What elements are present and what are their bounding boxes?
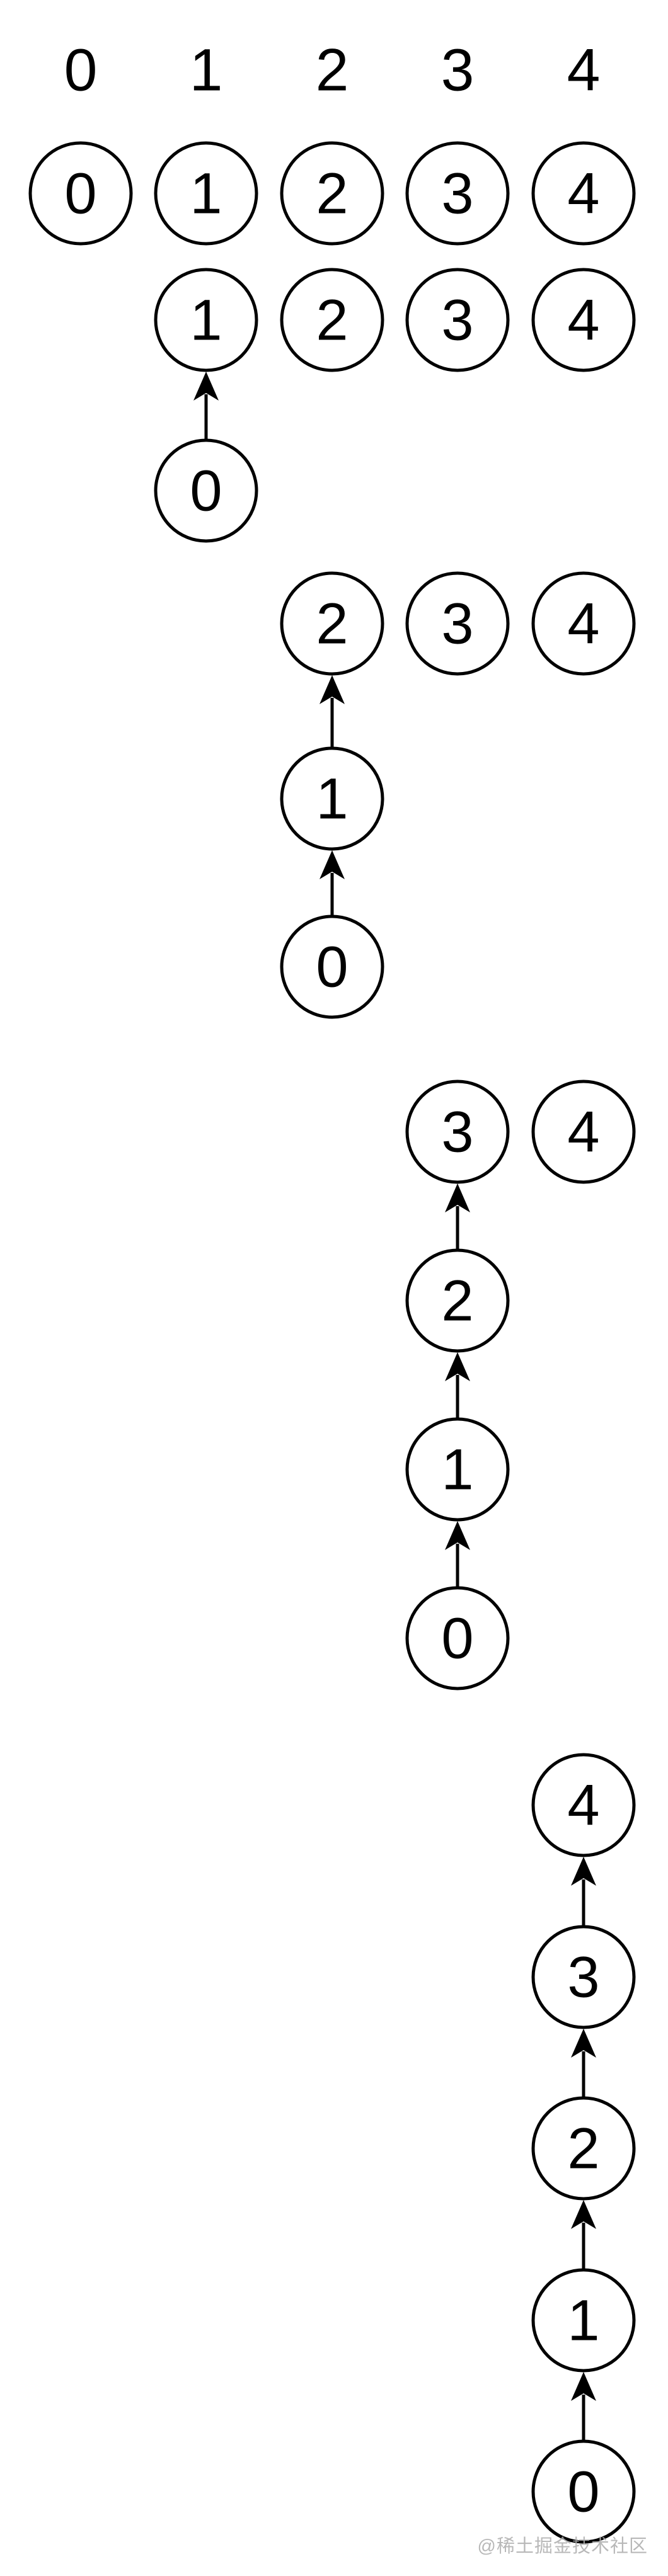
node-value: 3: [441, 161, 474, 225]
list-node-3: 3: [531, 1925, 636, 2029]
list-node-3: 3: [405, 141, 510, 246]
list-node-4: 4: [531, 141, 636, 246]
node-value: 4: [567, 1773, 600, 1837]
node-value: 0: [567, 2459, 600, 2524]
node-value: 0: [190, 459, 222, 523]
node-value: 0: [316, 935, 348, 999]
list-node-0: 0: [28, 141, 133, 246]
list-node-4: 4: [531, 1753, 636, 1857]
node-value: 1: [441, 1437, 474, 1502]
node-value: 1: [190, 161, 222, 225]
list-node-3: 3: [405, 268, 510, 372]
node-value: 1: [567, 2288, 600, 2352]
node-value: 2: [316, 288, 348, 352]
list-node-0: 0: [154, 438, 258, 543]
node-value: 3: [441, 288, 474, 352]
node-value: 0: [64, 161, 97, 225]
up-arrow: [445, 1352, 470, 1418]
index-label: 1: [189, 37, 223, 104]
list-node-2: 2: [405, 1248, 510, 1353]
list-node-0: 0: [280, 915, 384, 1019]
node-value: 3: [567, 1945, 600, 2009]
index-label: 4: [567, 37, 601, 104]
index-label: 2: [315, 37, 349, 104]
up-arrow: [445, 1520, 470, 1587]
up-arrow: [571, 1856, 596, 1926]
node-value: 2: [316, 161, 348, 225]
list-node-1: 1: [280, 746, 384, 851]
node-value: 4: [567, 161, 600, 225]
node-value: 3: [441, 1100, 474, 1164]
node-value: 0: [441, 1606, 474, 1670]
list-node-1: 1: [531, 2268, 636, 2373]
list-node-3: 3: [405, 1080, 510, 1184]
node-value: 2: [316, 591, 348, 656]
node-value: 4: [567, 591, 600, 656]
list-node-2: 2: [280, 268, 384, 372]
list-node-0: 0: [531, 2439, 636, 2544]
list-node-4: 4: [531, 1080, 636, 1184]
up-arrow: [571, 2371, 596, 2441]
up-arrow: [320, 850, 345, 916]
list-node-4: 4: [531, 571, 636, 676]
up-arrow: [445, 1183, 470, 1250]
list-node-4: 4: [531, 268, 636, 372]
node-value: 2: [441, 1268, 474, 1333]
list-node-2: 2: [280, 571, 384, 676]
index-label: 3: [441, 37, 475, 104]
list-node-1: 1: [154, 268, 258, 372]
up-arrow: [571, 2028, 596, 2097]
list-node-2: 2: [280, 141, 384, 246]
up-arrow: [320, 675, 345, 748]
watermark: @稀土掘金技术社区: [477, 2536, 648, 2556]
node-value: 1: [190, 288, 222, 352]
list-node-1: 1: [154, 141, 258, 246]
list-node-0: 0: [405, 1586, 510, 1690]
node-value: 4: [567, 288, 600, 352]
node-value: 4: [567, 1100, 600, 1164]
list-node-2: 2: [531, 2096, 636, 2201]
index-label: 0: [64, 37, 98, 104]
up-arrow: [193, 371, 219, 440]
list-node-3: 3: [405, 571, 510, 676]
up-arrow: [571, 2199, 596, 2269]
node-value: 3: [441, 591, 474, 656]
list-node-1: 1: [405, 1417, 510, 1522]
node-value: 1: [316, 767, 348, 831]
node-value: 2: [567, 2116, 600, 2180]
